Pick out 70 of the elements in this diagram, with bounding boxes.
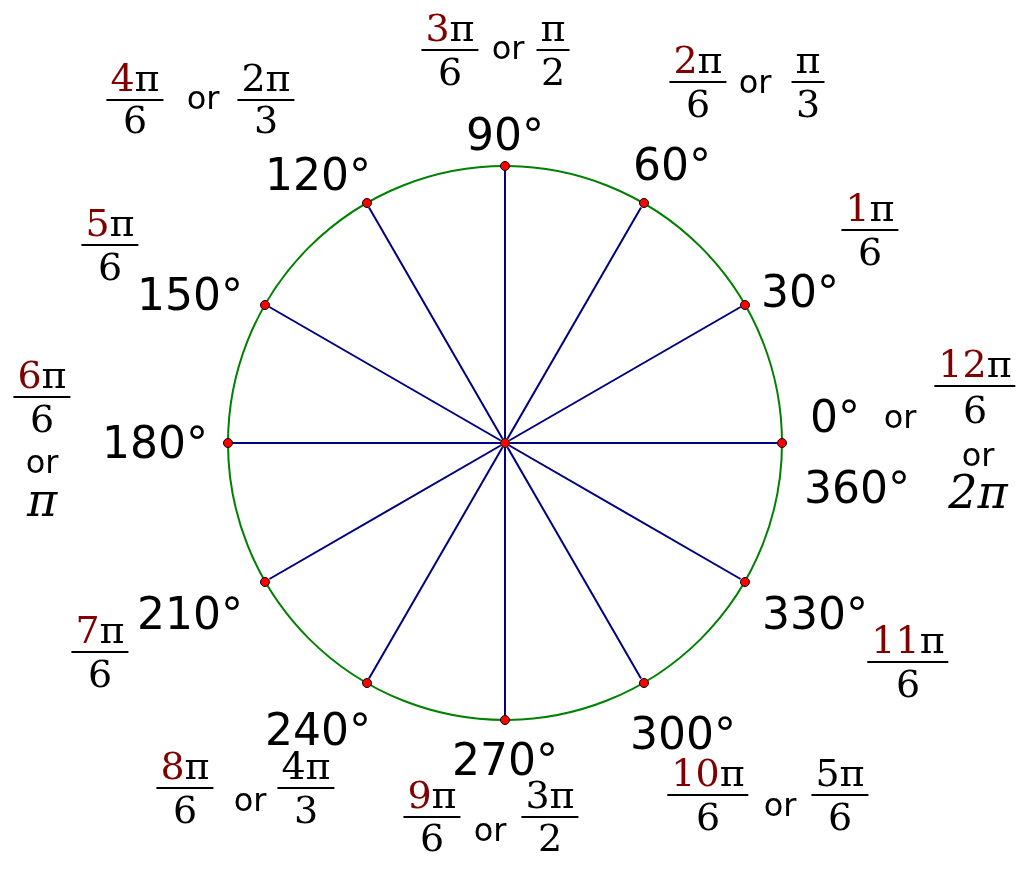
degree-label: 210° xyxy=(137,592,243,636)
degree-label: 120° xyxy=(265,153,371,197)
or-word: or xyxy=(473,814,507,846)
fraction-numerator: 8π xyxy=(156,747,214,789)
radius-line xyxy=(268,306,502,442)
or-word: or xyxy=(491,32,525,64)
fraction-numerator: 2π xyxy=(237,59,295,101)
fraction-denominator: 6 xyxy=(122,101,148,139)
fraction-numerator: 10π xyxy=(667,754,749,796)
degree-label: 60° xyxy=(633,143,711,187)
or-word: or xyxy=(738,66,772,98)
or-word: or xyxy=(25,446,59,478)
degree-label: 330° xyxy=(762,592,868,636)
fraction-numerator: 5π xyxy=(811,754,869,796)
fraction-numerator: 6π xyxy=(13,356,71,398)
fraction-numerator: 7π xyxy=(71,611,129,653)
fraction-denominator: 6 xyxy=(895,665,921,703)
fraction-denominator: 6 xyxy=(172,791,198,829)
fraction-denominator: 6 xyxy=(437,53,463,91)
radius-line xyxy=(508,444,742,580)
or-word: or xyxy=(763,789,797,821)
fraction-numerator: 3π xyxy=(521,776,579,818)
fraction-numerator: 11π xyxy=(867,621,949,663)
radian-label: 2π xyxy=(948,469,1008,515)
fraction-denominator: 6 xyxy=(695,798,721,836)
degree-label: 180° xyxy=(102,421,208,465)
radius-line xyxy=(509,442,778,444)
or-word: or xyxy=(233,784,267,816)
fraction-denominator: 6 xyxy=(97,248,123,286)
degree-label: 150° xyxy=(137,273,243,317)
degree-label: 0° xyxy=(810,395,860,439)
radius-line xyxy=(506,446,642,680)
degree-label: 360° xyxy=(804,466,910,510)
degree-label: 90° xyxy=(466,113,544,157)
degree-label: 30° xyxy=(761,270,839,314)
fraction-denominator: 6 xyxy=(962,391,988,429)
fraction-denominator: 3 xyxy=(293,791,319,829)
fraction-denominator: 6 xyxy=(419,819,445,857)
fraction-denominator: 3 xyxy=(795,85,821,123)
fraction-denominator: 6 xyxy=(29,400,55,438)
radian-label: π xyxy=(26,477,58,523)
radius-line xyxy=(504,170,506,439)
fraction-numerator: 12π xyxy=(934,345,1016,387)
fraction-denominator: 3 xyxy=(253,101,279,139)
fraction-denominator: 2 xyxy=(540,53,566,91)
fraction-numerator: 4π xyxy=(277,747,335,789)
fraction-numerator: 4π xyxy=(106,59,164,101)
radius-line xyxy=(504,447,506,716)
fraction-numerator: 2π xyxy=(669,41,727,83)
fraction-denominator: 6 xyxy=(685,85,711,123)
radius-line xyxy=(368,446,504,680)
fraction-numerator: 5π xyxy=(81,204,139,246)
radius-line xyxy=(268,444,502,580)
or-word: or xyxy=(883,401,917,433)
radius-line xyxy=(508,306,742,442)
fraction-denominator: 2 xyxy=(537,819,563,857)
radius-line xyxy=(506,206,642,440)
radius-line xyxy=(232,442,501,444)
or-word: or xyxy=(186,82,220,114)
fraction-numerator: 9π xyxy=(403,776,461,818)
or-word: or xyxy=(961,439,995,471)
fraction-numerator: π xyxy=(536,9,570,51)
radius-line xyxy=(368,206,504,440)
degree-label: 300° xyxy=(630,712,736,756)
fraction-numerator: 3π xyxy=(421,9,479,51)
fraction-numerator: 1π xyxy=(841,189,899,231)
fraction-denominator: 6 xyxy=(827,798,853,836)
fraction-denominator: 6 xyxy=(857,233,883,271)
fraction-denominator: 6 xyxy=(87,655,113,693)
fraction-numerator: π xyxy=(791,41,825,83)
